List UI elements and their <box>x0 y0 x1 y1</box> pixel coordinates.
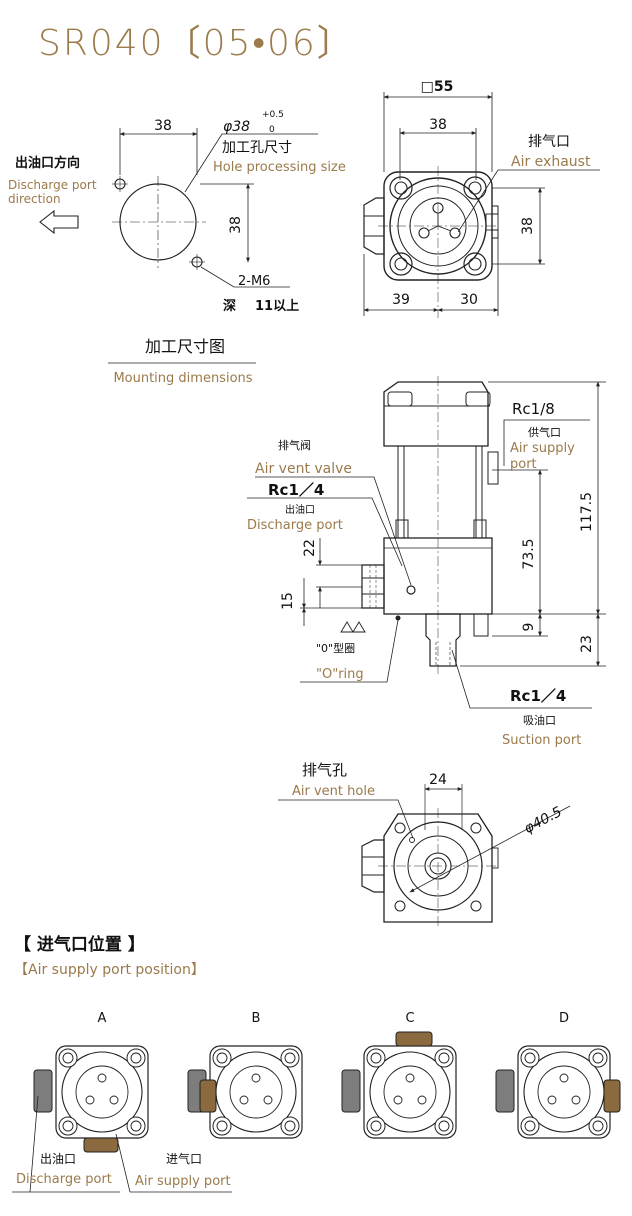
oring-cn: "0"型圈 <box>316 641 355 655</box>
depth-cn: 深 <box>223 298 236 314</box>
discharge-cn: 出油口 <box>285 503 315 516</box>
oring-en: "O"ring <box>316 667 364 682</box>
air-supply-en-1: Air supply <box>510 441 575 456</box>
tolerance-minus: 0 <box>269 125 275 135</box>
air-exhaust-en: Air exhaust <box>511 154 591 170</box>
phi-38-label: φ38 <box>223 119 250 135</box>
front-dim-38-top: 38 <box>429 117 447 133</box>
hole-size-en: Hole processing size <box>213 160 346 175</box>
thread-spec: 2-M6 <box>238 274 270 289</box>
air-supply-port-block <box>603 1079 621 1113</box>
rc14-suction-label: Rc1／4 <box>510 687 566 705</box>
discharge-en: Discharge port <box>247 518 343 533</box>
pos-discharge-en: Discharge port <box>16 1172 112 1187</box>
discharge-port-block <box>33 1069 53 1113</box>
variant-c: C <box>341 1011 457 1139</box>
screw-hole-bottom-right <box>189 254 205 270</box>
air-supply-position-section: 【 进气口位置 】 【Air supply port position】 A B C… <box>12 934 621 1193</box>
air-supply-port-block <box>83 1137 119 1153</box>
discharge-direction-en-1: Discharge port <box>8 178 97 192</box>
discharge-direction-en-2: direction <box>8 192 61 206</box>
rc14-discharge-label: Rc1／4 <box>268 481 324 499</box>
surface-finish-icon <box>340 621 366 633</box>
depth-value: 11以上 <box>255 299 299 314</box>
variant-a: A <box>33 1011 149 1153</box>
air-supply-position-en: 【Air supply port position】 <box>14 962 205 978</box>
vent-valve-cn: 排气阀 <box>278 438 311 452</box>
dim-73-5: 73.5 <box>521 538 537 569</box>
variant-drawings: A B C D <box>33 1011 621 1153</box>
air-supply-en-2: port <box>510 457 537 472</box>
variant-d: D <box>495 1011 621 1139</box>
square-55-label: □55 <box>421 79 454 95</box>
variant-label-d: D <box>559 1011 569 1026</box>
discharge-port-block <box>341 1069 361 1113</box>
dim-22: 22 <box>302 539 318 557</box>
discharge-direction-cn: 出油口方向 <box>15 155 80 171</box>
dim-9: 9 <box>521 623 537 632</box>
suction-cn: 吸油口 <box>523 713 556 727</box>
air-supply-tab <box>492 205 499 239</box>
dim-23: 23 <box>579 635 595 653</box>
dim-24: 24 <box>429 772 447 788</box>
variant-label-a: A <box>98 1011 107 1026</box>
hole-dim-38-top: 38 <box>154 118 172 134</box>
discharge-hex-nut <box>363 197 385 255</box>
bottom-view: 排气孔 Air vent hole 24 φ40.5 <box>278 761 571 928</box>
side-view: 117.5 73.5 9 23 22 15 Rc1/8 供气口 Air supp… <box>247 376 606 748</box>
discharge-port-block <box>495 1069 515 1113</box>
vent-hole-en: Air vent hole <box>292 784 375 799</box>
variant-label-c: C <box>405 1011 414 1026</box>
air-exhaust-cn: 排气口 <box>528 134 570 150</box>
page-title: SR040〔05•06〕 <box>38 23 355 64</box>
mounting-caption: 加工尺寸图 Mounting dimensions <box>108 337 256 386</box>
tolerance-plus: +0.5 <box>262 110 284 120</box>
dim-15: 15 <box>280 592 296 610</box>
rc18-label: Rc1/8 <box>512 400 555 418</box>
front-dim-38-side: 38 <box>520 217 536 235</box>
front-bolts <box>389 176 487 276</box>
hole-size-cn: 加工孔尺寸 <box>222 140 292 156</box>
front-view: □55 38 <box>363 79 600 318</box>
vent-hole-cn: 排气孔 <box>302 761 347 779</box>
vent-valve-en: Air vent valve <box>255 461 352 477</box>
mounting-en: Mounting dimensions <box>113 371 252 386</box>
hole-processing-view: 38 38 φ38 +0.5 0 加工孔尺寸 Hole processi <box>8 110 346 314</box>
direction-arrow-icon <box>39 209 79 235</box>
front-dim-30: 30 <box>460 292 478 308</box>
phi-40-5: φ40.5 <box>522 804 565 837</box>
screw-hole-top-left <box>112 176 128 192</box>
air-supply-position-cn: 【 进气口位置 】 <box>14 934 145 955</box>
air-supply-port-block <box>395 1031 433 1047</box>
front-dim-39: 39 <box>392 292 410 308</box>
air-supply-port-block <box>199 1079 217 1113</box>
pos-supply-cn: 进气口 <box>166 1151 202 1166</box>
pos-supply-en: Air supply port <box>135 1174 231 1189</box>
air-supply-cn: 供气口 <box>528 425 561 439</box>
suction-en: Suction port <box>502 733 581 748</box>
variant-b: B <box>187 1011 303 1139</box>
mounting-cn: 加工尺寸图 <box>145 337 225 356</box>
dim-117-5: 117.5 <box>579 492 595 532</box>
hole-dim-38-side: 38 <box>228 216 244 234</box>
variant-label-b: B <box>252 1011 261 1026</box>
pos-discharge-cn: 出油口 <box>40 1152 76 1166</box>
